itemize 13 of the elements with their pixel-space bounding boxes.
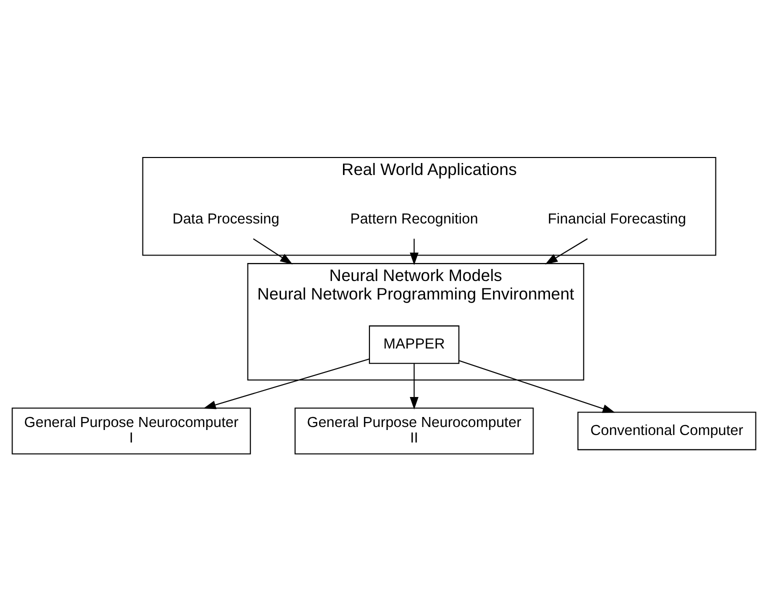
arrow (545, 238, 588, 264)
node-box: MAPPER (368, 325, 460, 364)
arrow (203, 358, 370, 410)
node-text: Pattern Recognition (350, 212, 478, 228)
node-box: General Purpose Neurocomputer I (12, 408, 251, 454)
node-box: General Purpose Neurocomputer II (294, 408, 534, 454)
node-box: Conventional Computer (577, 412, 756, 450)
node-text: Data Processing (172, 212, 280, 228)
arrow (410, 238, 419, 266)
arrow (458, 360, 616, 413)
node-text: Financial Forecasting (548, 212, 686, 228)
arrow (253, 238, 293, 264)
arrow (410, 364, 419, 410)
